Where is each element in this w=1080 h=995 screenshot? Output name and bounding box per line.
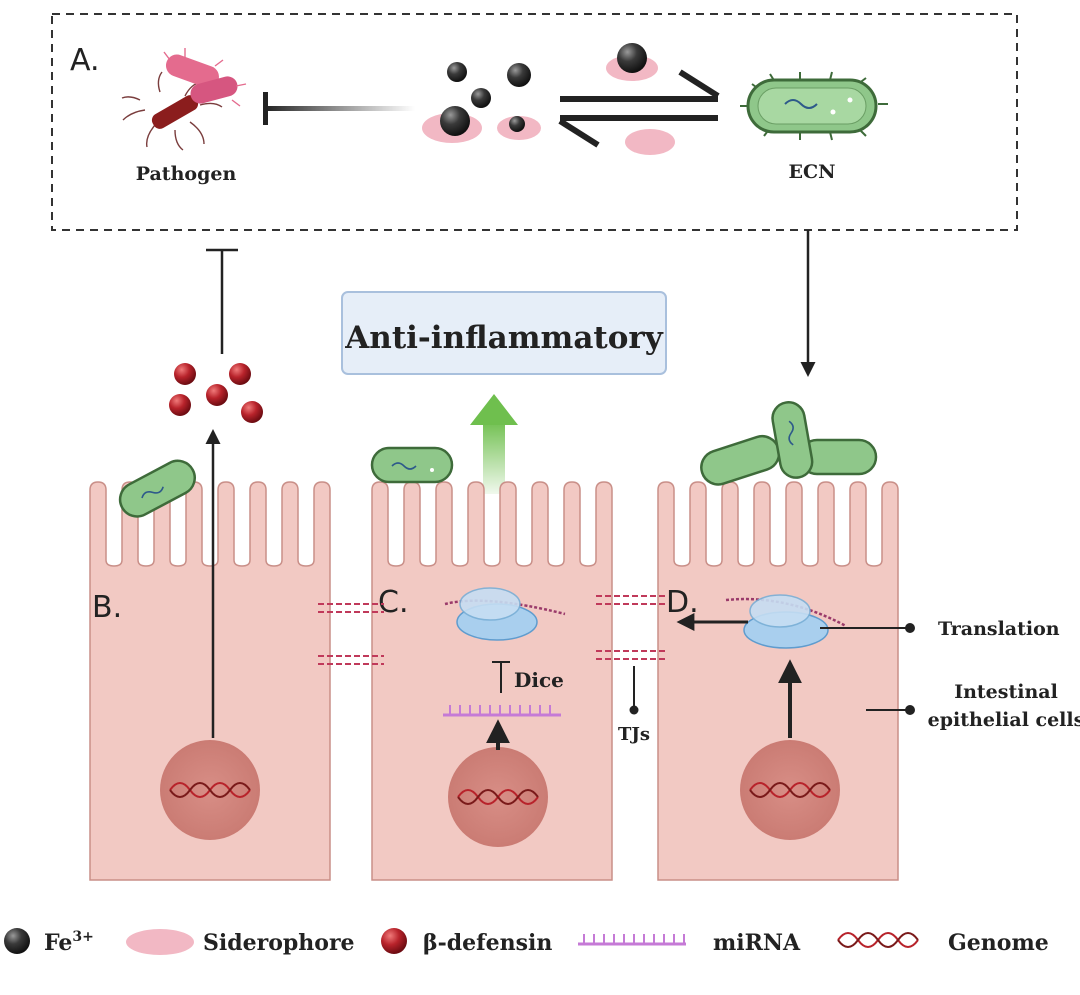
legend-mirna-icon	[578, 934, 686, 946]
pathogen-icon	[121, 48, 247, 151]
legend-siderophore-icon	[126, 929, 194, 955]
anti-inflammatory-label: Anti-inflammatory	[344, 320, 664, 356]
panel-c-label: C.	[378, 585, 408, 620]
epithelial-cell-b	[89, 481, 331, 881]
bacterium-cell-b	[118, 459, 196, 518]
legend-genome-icon	[837, 932, 919, 948]
mirna-strand	[443, 705, 561, 717]
green-up-arrow	[470, 394, 518, 494]
legend-defensin-icon	[381, 928, 407, 954]
translation-pointer-dot	[905, 623, 915, 633]
ecn-bacterium-icon	[740, 71, 888, 141]
panel-b-label: B.	[92, 590, 122, 625]
iron-siderophore-cluster	[422, 62, 541, 143]
tjs-pointer-dot	[629, 705, 639, 715]
free-siderophore	[625, 129, 675, 155]
legend: Fe3+ Siderophore β-defensin miRNA Genome	[4, 928, 1049, 956]
epithelial-cell-d	[657, 481, 899, 881]
translation-label: Translation	[938, 618, 1060, 640]
tight-junctions-bc	[318, 603, 384, 665]
ecn-label: ECN	[789, 161, 836, 183]
legend-genome-label: Genome	[948, 930, 1049, 956]
ribosome-cell-c	[444, 587, 566, 641]
pathogen-label: Pathogen	[136, 163, 237, 185]
defensin-cluster	[169, 363, 263, 423]
legend-siderophore-label: Siderophore	[203, 930, 355, 956]
intestinal-label-line2: epithelial cells	[928, 709, 1080, 731]
legend-fe-label: Fe3+	[44, 929, 94, 956]
legend-fe-icon	[4, 928, 30, 954]
bacterium-cell-c	[370, 446, 454, 484]
panel-a-box	[51, 13, 1018, 231]
ribosome-cell-d	[725, 594, 847, 649]
genome-dna-icon	[169, 782, 831, 805]
legend-defensin-label: β-defensin	[423, 930, 552, 956]
inhibit-pathogen-line	[265, 106, 415, 111]
intestinal-label-line1: Intestinal	[954, 681, 1058, 703]
panel-d-label: D.	[666, 585, 699, 620]
epithelial-cell-c	[371, 481, 613, 881]
legend-mirna-label: miRNA	[713, 930, 801, 956]
siderophore-iron-complex	[606, 43, 658, 81]
anti-inflammatory-box	[341, 291, 667, 375]
dice-label: Dice	[514, 668, 564, 692]
equilibrium-arrows	[558, 69, 720, 148]
tjs-label: TJs	[618, 724, 650, 745]
intestinal-pointer-dot	[905, 705, 915, 715]
inhibit-bar	[263, 92, 268, 125]
tight-junctions-cd	[596, 595, 668, 660]
bacteria-cluster-cell-d	[700, 401, 878, 486]
panel-a-label: A.	[70, 43, 100, 78]
